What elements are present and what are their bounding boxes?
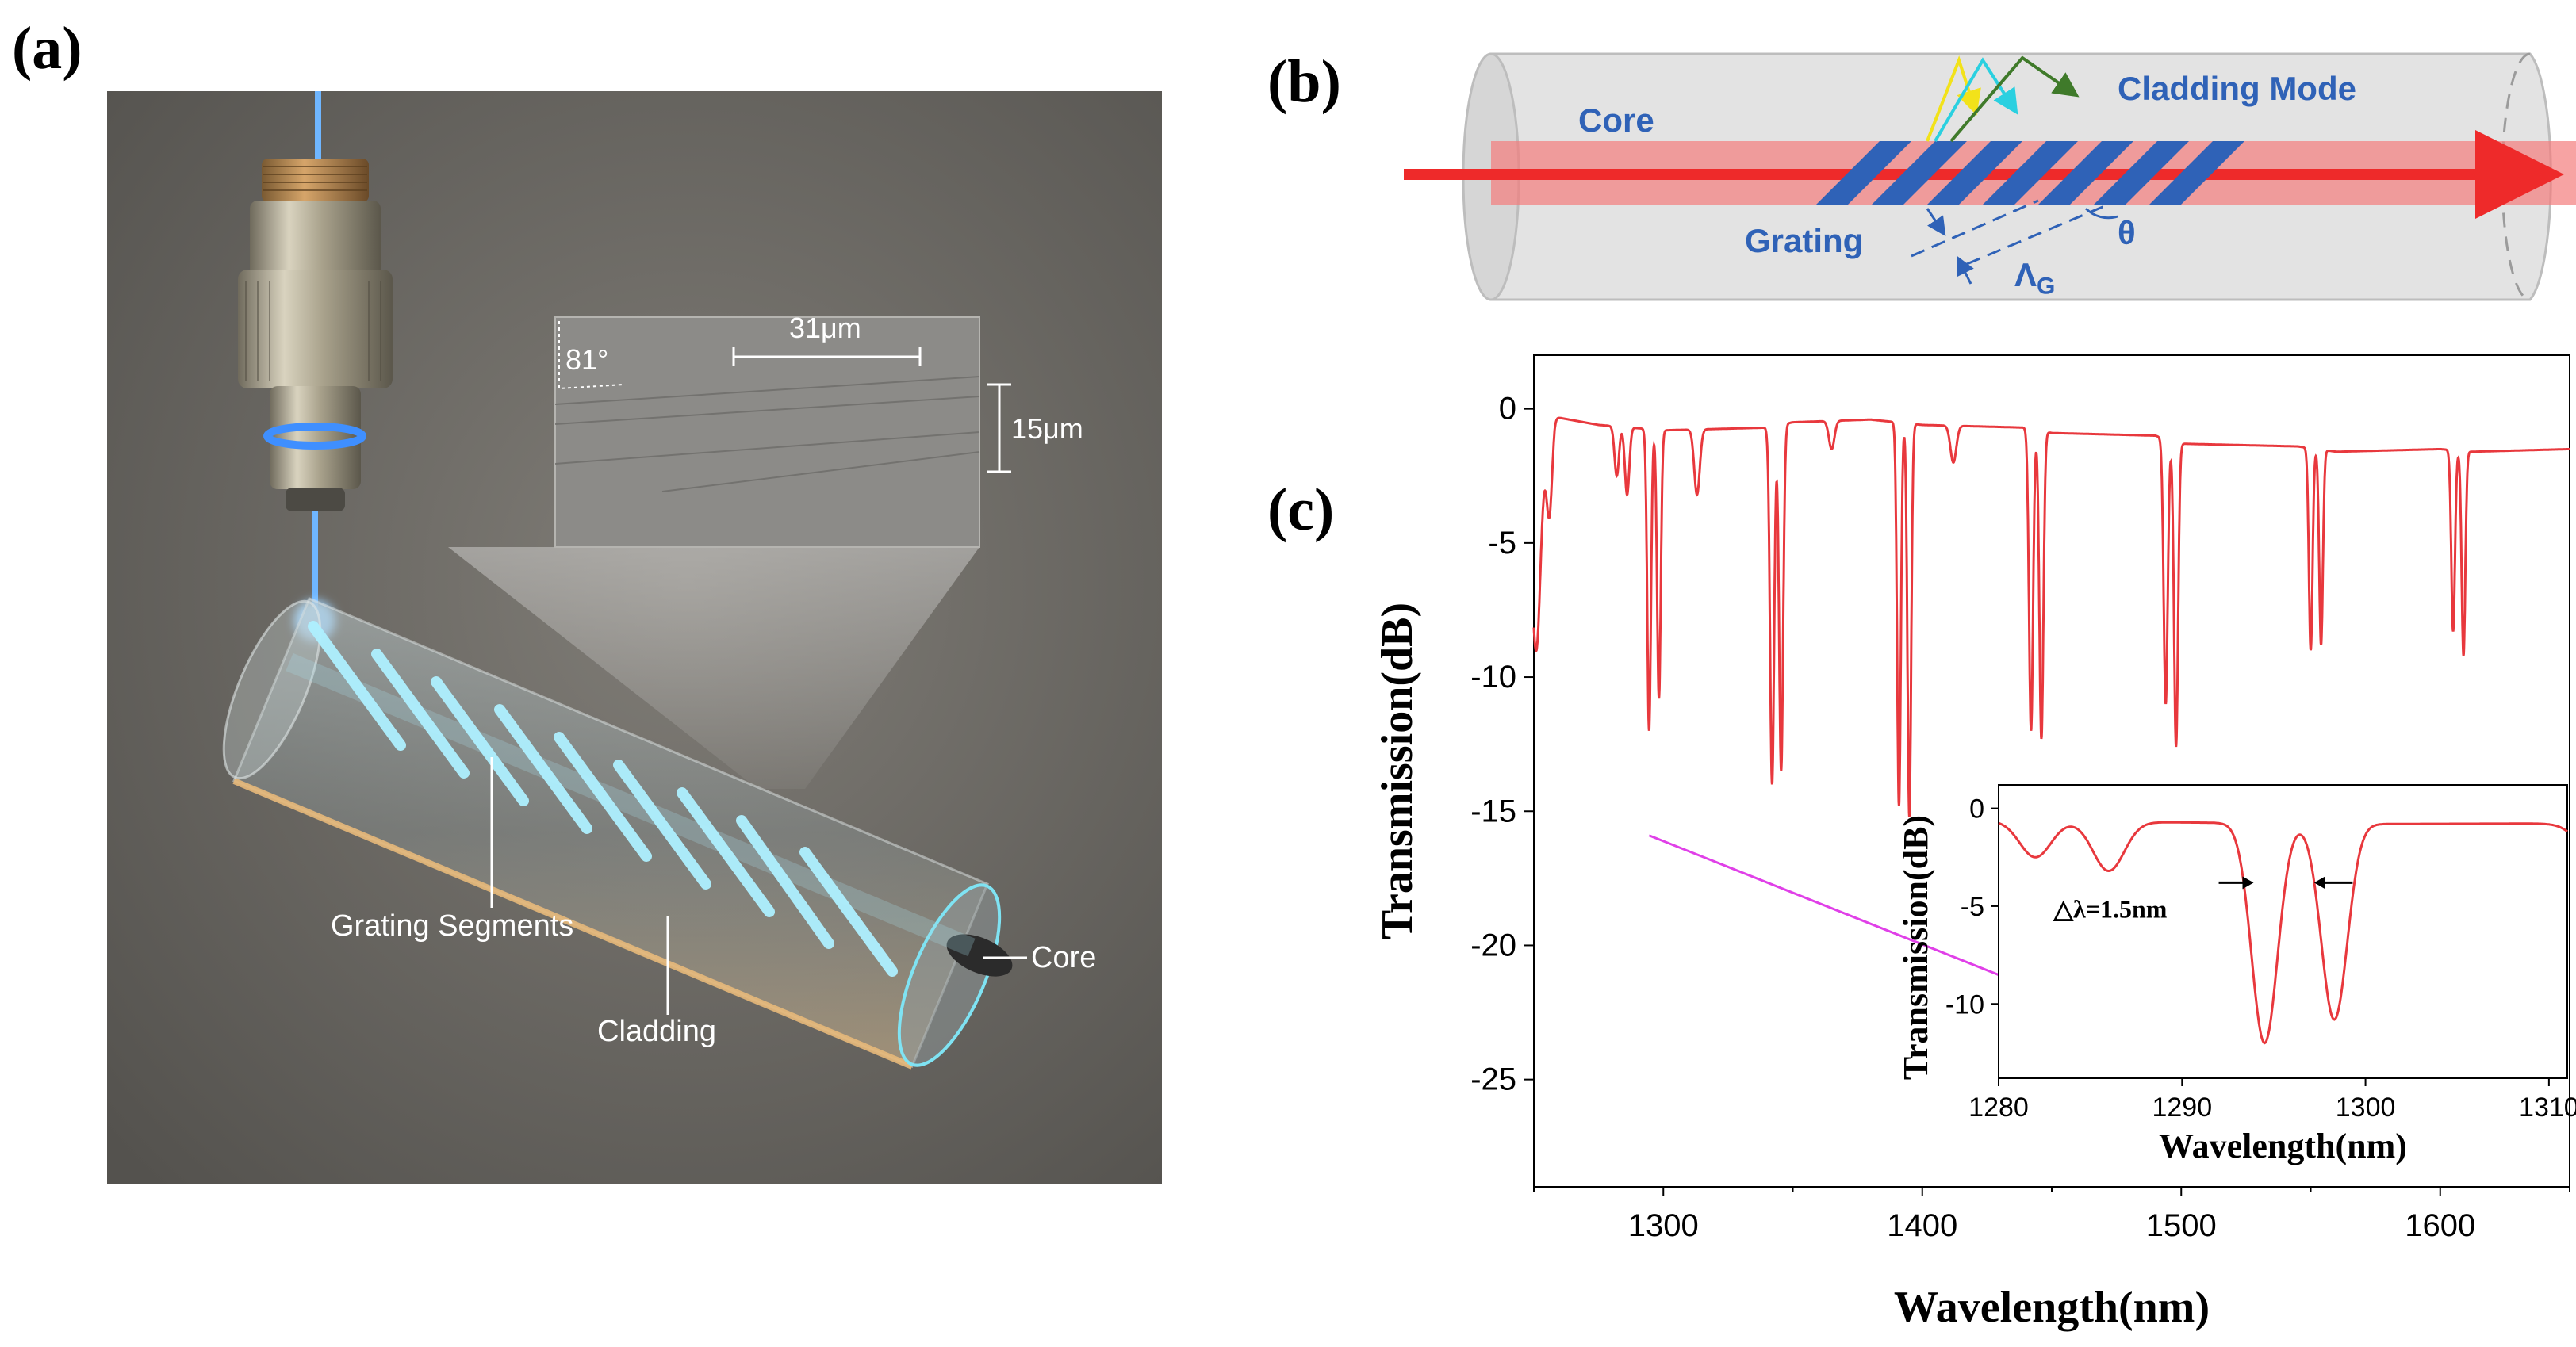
- grating-stripes: [1816, 141, 2244, 205]
- inset-spectrum-line: [1998, 821, 2568, 1045]
- inset-y-axis-label: Transmission(dB): [1896, 815, 1935, 1080]
- label-period: ΛG: [2014, 256, 2055, 300]
- label-core-b: Core: [1578, 101, 1654, 139]
- period-line-2: [1966, 199, 2118, 266]
- inset-x-axis-label: Wavelength(nm): [2159, 1127, 2407, 1165]
- laser-beam-bottom: [312, 511, 318, 618]
- y-tick-label: -15: [1470, 794, 1516, 828]
- x-tick-label: 1400: [1887, 1208, 1957, 1243]
- grating-segment: [613, 760, 711, 890]
- inset-x-tick-label: 1300: [2336, 1093, 2396, 1123]
- grating-segment: [371, 649, 470, 779]
- x-tick-label: 1300: [1628, 1208, 1699, 1243]
- x-tick-label: 1600: [2405, 1208, 2475, 1243]
- y-axis-label: Transmission(dB): [1380, 603, 1422, 939]
- fwhm-annotation: △λ=1.5nm: [2053, 895, 2167, 924]
- micrograph-width-label: 15μm: [1011, 412, 1083, 445]
- period-arrow-bottom: [1957, 255, 1974, 285]
- inset-x-tick-label: 1280: [1968, 1093, 2029, 1123]
- theta-arc: [2084, 207, 2118, 220]
- inset-y-tick-label: -10: [1945, 989, 1984, 1020]
- cladding-ray-cyan: [1934, 57, 2018, 143]
- cladding-ray-yellow: [1926, 55, 1981, 142]
- fwhm-arrowhead-right: [2313, 876, 2325, 890]
- label-period-subscript: G: [2037, 273, 2056, 300]
- label-grating-b: Grating: [1745, 222, 1864, 259]
- panel-a-illustration: 81° 31μm 15μm Grating Segments Cladding …: [107, 91, 1162, 1184]
- x-tick-label: 1500: [2146, 1208, 2217, 1243]
- micrograph-angle-label: 81°: [565, 343, 609, 376]
- panel-label-c: (c): [1267, 476, 1335, 543]
- fiber-core-end: [946, 934, 1013, 977]
- y-tick-label: -10: [1470, 660, 1516, 695]
- spectrum-line: [1532, 416, 2570, 817]
- grating-segment: [554, 732, 652, 862]
- label-cladding-mode: Cladding Mode: [2118, 70, 2356, 107]
- y-tick-label: -20: [1470, 928, 1516, 962]
- grating-segment: [677, 787, 775, 917]
- fwhm-arrowhead-left: [2242, 876, 2254, 890]
- inset-x-tick-label: 1310: [2519, 1093, 2576, 1123]
- grating-schematic: [1404, 52, 2576, 301]
- panel-label-a: (a): [12, 15, 82, 82]
- grating-segment: [494, 704, 592, 834]
- micrograph-length-label: 31μm: [789, 312, 861, 344]
- grating-segments-group: [308, 621, 898, 977]
- inset-y-tick-label: 0: [1969, 794, 1984, 825]
- inset-pointer-line: [1648, 834, 2026, 987]
- inset-y-tick-label: -5: [1961, 892, 1984, 922]
- cladding-ray-green: [1949, 55, 2080, 143]
- grating-segment: [799, 847, 898, 977]
- objective-lens: [238, 159, 393, 511]
- label-grating-segments: Grating Segments: [331, 909, 574, 943]
- inset-frame: [1998, 784, 2568, 1079]
- grating-segment: [431, 676, 529, 806]
- inset-x-tick-label: 1290: [2152, 1093, 2212, 1123]
- x-axis-label: Wavelength(nm): [1894, 1283, 2210, 1332]
- y-tick-label: -5: [1488, 526, 1516, 561]
- label-cladding: Cladding: [597, 1015, 716, 1048]
- panel-b-schematic: Core Cladding Mode Grating θ ΛG: [1404, 46, 2576, 323]
- label-core: Core: [1031, 941, 1097, 974]
- period-arrow-top: [1926, 208, 1946, 236]
- laser-beam-top: [315, 91, 321, 166]
- fiber-writing-scene: [107, 91, 1162, 1184]
- grating-segment: [308, 621, 406, 751]
- panel-label-b: (b): [1267, 48, 1341, 115]
- magnification-cone: [448, 547, 979, 789]
- grating-segment: [736, 815, 834, 949]
- y-tick-label: -25: [1470, 1062, 1516, 1097]
- micrograph-inset: [554, 316, 1011, 548]
- label-period-symbol: Λ: [2014, 256, 2037, 293]
- lens-blue-ring: [263, 423, 366, 450]
- period-line-1: [1911, 199, 2039, 258]
- label-theta: θ: [2118, 214, 2136, 251]
- y-tick-label: 0: [1499, 392, 1516, 427]
